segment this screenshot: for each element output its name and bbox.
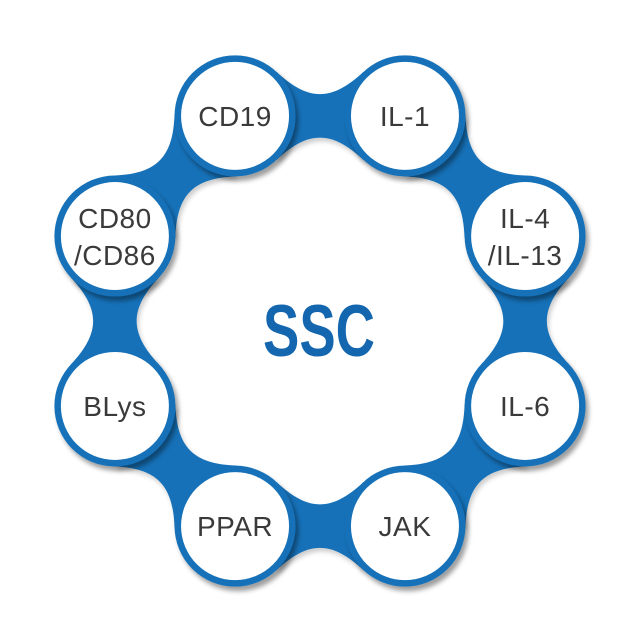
node-label: IL-4/IL-13	[488, 203, 563, 271]
node-face	[471, 182, 580, 291]
node-face	[471, 351, 580, 460]
node-face	[60, 182, 169, 291]
node-face	[181, 61, 290, 170]
connector-web	[403, 404, 527, 528]
node-label: IL-1	[380, 101, 430, 132]
connector-web	[276, 482, 364, 571]
node-label: BLys	[83, 391, 146, 422]
node-label: JAK	[379, 511, 432, 542]
connector-web	[481, 277, 570, 365]
node-face	[350, 472, 459, 581]
node-label: CD80/CD86	[74, 203, 156, 271]
node-il-1: IL-1	[344, 55, 466, 177]
node-il-4-il-13: IL-4/IL-13	[464, 175, 586, 297]
node-label: PPAR	[197, 511, 273, 542]
node-cd19: CD19	[174, 55, 296, 177]
node-cd80-cd86: CD80/CD86	[54, 175, 176, 297]
node-blys: BLys	[54, 345, 176, 467]
connector-web	[70, 277, 159, 365]
node-ppar: PPAR	[174, 465, 296, 587]
node-label: CD19	[198, 101, 272, 132]
connector-web	[113, 114, 237, 238]
connector-band-layer	[70, 71, 570, 571]
node-face	[181, 472, 290, 581]
node-label: IL-6	[500, 391, 550, 422]
connector-web	[113, 404, 237, 528]
center-title: SSC	[263, 291, 375, 372]
node-il-6: IL-6	[464, 345, 586, 467]
node-jak: JAK	[344, 465, 466, 587]
connector-web	[403, 114, 527, 238]
connector-web	[276, 71, 364, 160]
node-face	[350, 61, 459, 170]
node-face	[60, 351, 169, 460]
